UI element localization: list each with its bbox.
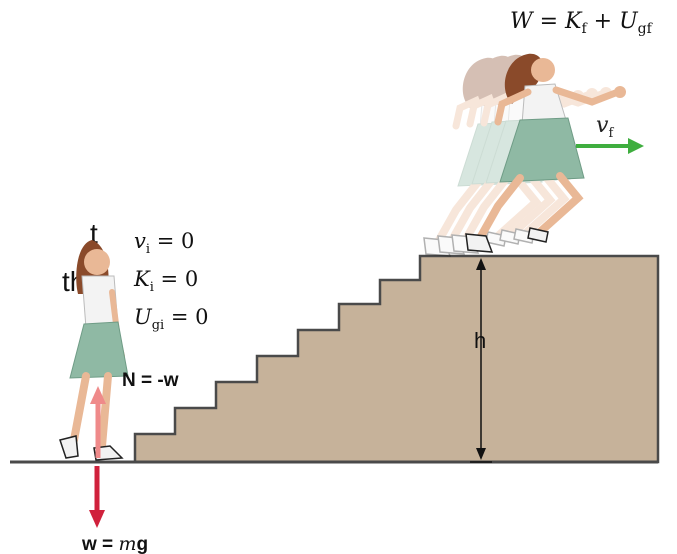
height-label: h xyxy=(474,328,486,353)
staircase xyxy=(133,254,660,464)
height-dimension xyxy=(470,258,492,463)
initial-potential-eq: Ugi = 0 xyxy=(134,305,209,333)
normal-force-label: N = -w xyxy=(122,370,179,391)
normal-force-arrow xyxy=(90,386,106,458)
woman-initial xyxy=(59,240,129,461)
final-energy-equation: W = Kf + Ugf xyxy=(510,9,654,37)
clipped-text-line-1: t xyxy=(90,218,98,249)
initial-kinetic-eq: Ki = 0 xyxy=(133,267,198,295)
velocity-label: vf xyxy=(596,113,614,141)
velocity-arrow xyxy=(576,138,644,154)
weight-label: w = mg xyxy=(81,533,148,554)
weight-arrow xyxy=(89,466,105,528)
initial-velocity-eq: vi = 0 xyxy=(134,229,194,257)
